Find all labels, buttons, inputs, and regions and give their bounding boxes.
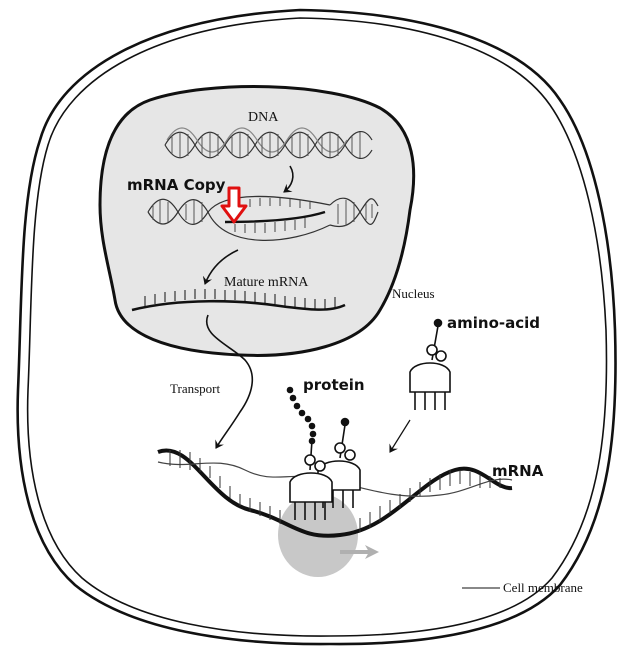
dna-to-transcription-arrow [283,165,294,193]
transport-arrow [205,314,254,449]
label-protein: protein [303,376,365,394]
mrna-copy-highlight-arrow [220,186,248,224]
label-dna: DNA [248,110,279,125]
mature-mrna-strand [131,289,346,312]
transcription-helix [147,195,379,241]
label-amino-acid: amino-acid [447,314,540,332]
trna-approaching [409,318,451,410]
trna-bound-left [289,439,333,520]
label-mrna-copy: mRNA Copy [127,176,226,194]
label-cell-membrane: Cell membrane [503,580,583,595]
trna-bound-right [317,417,361,508]
dna-helix [164,127,373,159]
label-mrna: mRNA [492,462,544,480]
label-transport: Transport [170,381,220,396]
cell-membrane [16,8,617,646]
to-mature-mrna-arrow [202,249,239,285]
label-nucleus: Nucleus [392,286,435,301]
trna-approach-arrow [389,419,411,453]
protein-chain [286,386,317,445]
label-mature-mrna: Mature mRNA [224,275,309,290]
